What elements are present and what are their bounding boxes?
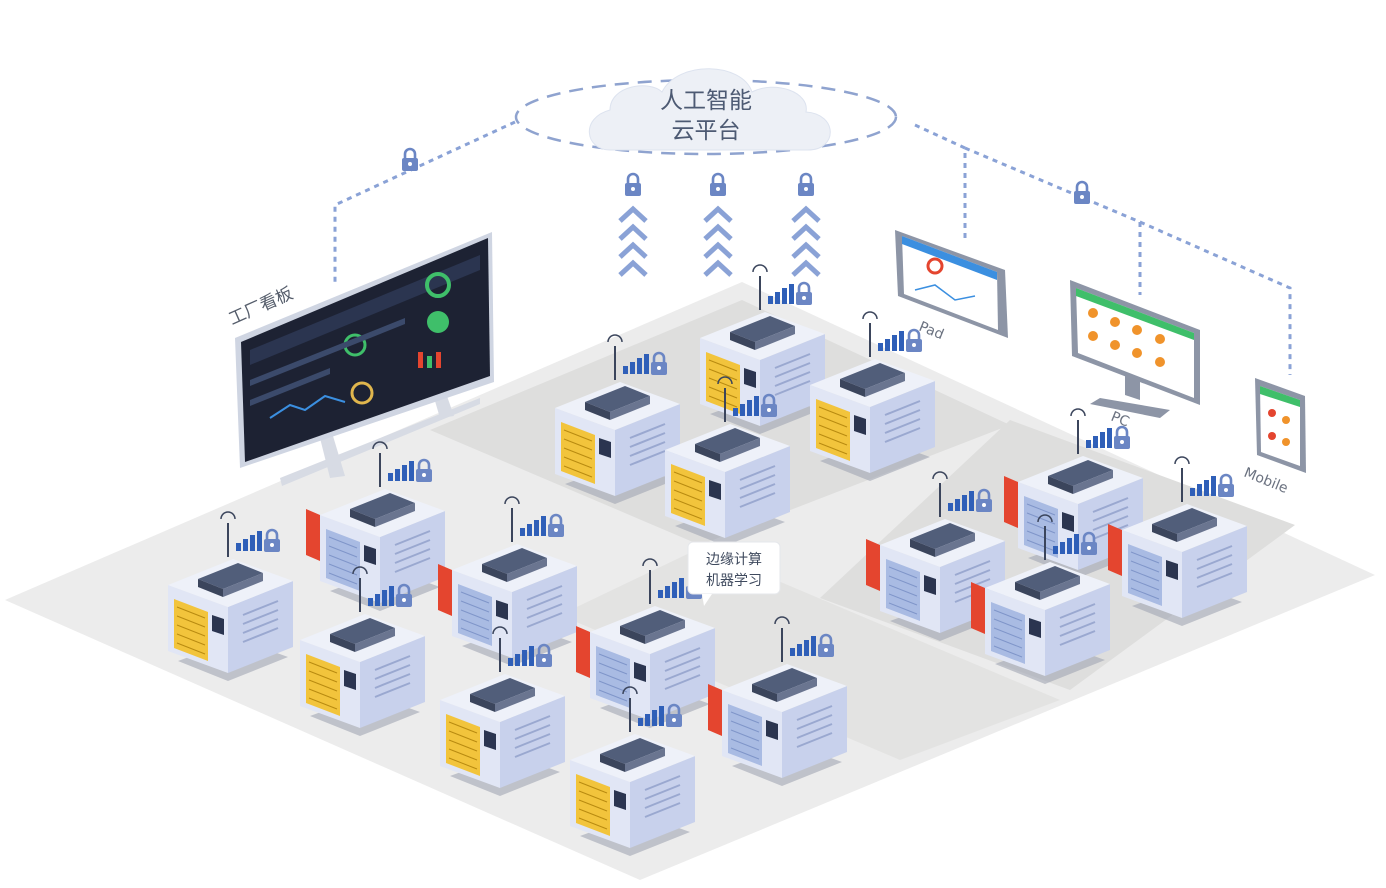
machine-door xyxy=(576,626,590,678)
signal-icon xyxy=(388,461,414,481)
device-pc: PC xyxy=(1070,280,1200,431)
machine xyxy=(810,311,935,481)
edge-line2: 机器学习 xyxy=(706,573,762,589)
data-links xyxy=(333,120,1292,375)
cloud-platform: 人工智能 云平台 xyxy=(514,68,898,156)
machines xyxy=(168,264,1247,856)
machine-door xyxy=(306,509,320,561)
signal-icon xyxy=(878,331,904,351)
machine xyxy=(440,626,565,796)
machine xyxy=(570,686,695,856)
signal-icon xyxy=(768,284,794,304)
signal-icon xyxy=(1053,534,1079,554)
factory-dashboard: 工厂看板 xyxy=(226,232,494,486)
machine xyxy=(306,441,445,611)
signal-icon xyxy=(623,354,649,374)
machine xyxy=(708,616,847,786)
device-mobile: Mobile xyxy=(1242,378,1306,497)
machine xyxy=(300,566,425,736)
machine xyxy=(438,496,577,666)
signal-icon xyxy=(638,706,664,726)
machine xyxy=(1108,456,1247,626)
signal-icon xyxy=(1086,428,1112,448)
edge-line1: 边缘计算 xyxy=(706,552,762,568)
machine-door xyxy=(1108,524,1122,576)
lock-icon xyxy=(794,281,814,307)
zone-aisle xyxy=(560,548,1060,760)
signal-icon xyxy=(368,586,394,606)
signal-icon xyxy=(508,646,534,666)
machine xyxy=(971,514,1110,684)
machine-door xyxy=(438,564,452,616)
dashboard-link-lock xyxy=(400,147,420,173)
signal-icon xyxy=(948,491,974,511)
cloud-title-line2: 云平台 xyxy=(672,118,741,144)
machine xyxy=(700,264,825,434)
cloud-title-line1: 人工智能 xyxy=(660,88,752,114)
edge-callout: 边缘计算 机器学习 xyxy=(687,541,781,606)
pc-label: PC xyxy=(1109,409,1132,431)
device-pad: Pad xyxy=(895,230,1008,343)
machine xyxy=(168,511,293,681)
uplinks xyxy=(620,172,819,275)
mobile-label: Mobile xyxy=(1242,465,1291,497)
machine-door xyxy=(708,684,722,736)
machine xyxy=(576,558,715,728)
machine xyxy=(665,376,790,546)
lock-icon xyxy=(904,328,924,354)
machine-door xyxy=(971,582,985,634)
signal-icon xyxy=(658,578,684,598)
machine-door xyxy=(1004,476,1018,528)
signal-icon xyxy=(236,531,262,551)
machine-door xyxy=(866,539,880,591)
device-link-lock xyxy=(1072,180,1092,206)
signal-icon xyxy=(733,396,759,416)
signal-icon xyxy=(520,516,546,536)
lock-icon xyxy=(1112,425,1132,451)
machine xyxy=(555,334,680,504)
lock-icon xyxy=(1216,473,1236,499)
signal-icon xyxy=(790,636,816,656)
signal-icon xyxy=(1190,476,1216,496)
